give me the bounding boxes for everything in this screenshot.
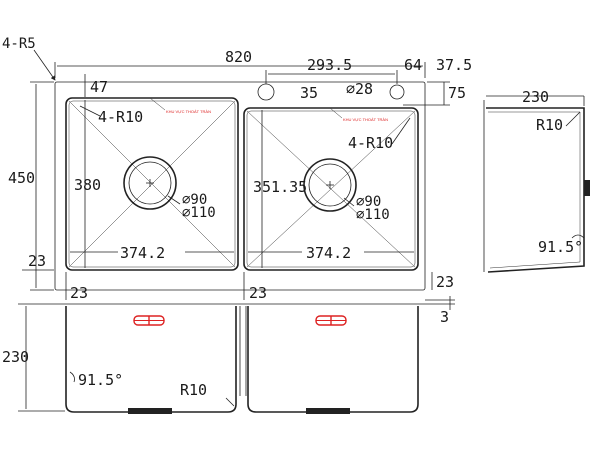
tap-hole-gap-label: 35: [300, 84, 318, 102]
left-bowl-width-label: 374.2: [120, 244, 165, 262]
left-drain-outer: [123, 156, 177, 210]
top-view: KHU VỰC THOÁT TRÀN KHU VỰC THOÁT TRÀN 4-…: [2, 36, 472, 302]
tap-hole-front-offset-label: 75: [448, 84, 466, 102]
rim-right-label: 23: [436, 273, 454, 291]
right-bowl-radius-label: 4-R10: [348, 134, 393, 152]
left-bowl-depth-label: 380: [74, 176, 101, 194]
right-drain-inner: [308, 163, 352, 207]
front-left-drain: [128, 408, 172, 414]
rim-bottom-label: 23: [28, 252, 46, 270]
right-overflow-label: KHU VỰC THOÁT TRÀN: [343, 117, 388, 122]
right-bowl-outer: [243, 107, 419, 271]
front-angle-label: 91.5°: [78, 371, 123, 389]
tap-hole-diameter-label: ⌀28: [346, 80, 373, 98]
overall-depth-label: 450: [8, 169, 35, 187]
right-bowl-width-label: 374.2: [306, 244, 351, 262]
right-edge-offset-label: 37.5: [436, 56, 472, 74]
front-radius-label: R10: [180, 381, 207, 399]
side-width-label: 230: [522, 88, 549, 106]
tap-hole-left: [257, 83, 275, 101]
rim-middle-label: 23: [249, 284, 267, 302]
tap-hole-spacing-label: 293.5: [307, 56, 352, 74]
corner-radius-outer-label: 4-R5: [2, 36, 36, 52]
front-flange-label: 3: [440, 308, 449, 326]
side-view: 230 R10 91.5°: [483, 88, 590, 273]
tap-hole-right: [389, 84, 405, 100]
right-bowl-depth-label: 351.35: [253, 178, 307, 196]
side-angle-label: 91.5°: [538, 238, 583, 256]
front-right-overflow-icon: [315, 315, 347, 326]
left-bowl-inner: [68, 100, 236, 268]
front-height-label: 230: [2, 348, 29, 366]
sink-outline: [54, 81, 426, 291]
right-bowl-inner: [246, 110, 416, 268]
left-drain-outer-label: ⌀90: [182, 192, 207, 208]
right-drain-outer-label: ⌀90: [356, 194, 381, 210]
front-left-bowl: [65, 306, 237, 413]
front-right-drain: [306, 408, 350, 414]
tap-hole-edge-offset-label: 64: [404, 56, 422, 74]
left-drain-inner-label: ⌀110: [182, 205, 216, 221]
side-radius-label: R10: [536, 116, 563, 134]
right-drain-inner-label: ⌀110: [356, 207, 390, 223]
rim-left-label: 23: [70, 284, 88, 302]
front-right-bowl: [247, 306, 419, 413]
left-drain-inner: [128, 161, 172, 205]
left-bowl-outer: [65, 97, 239, 271]
front-left-overflow-icon: [133, 315, 165, 326]
right-drain-outer: [303, 158, 357, 212]
flange-offset-label: 47: [90, 78, 108, 96]
left-overflow-label: KHU VỰC THOÁT TRÀN: [166, 109, 211, 114]
overall-width-label: 820: [225, 48, 252, 66]
front-view: 230 3 91.5° R10: [2, 296, 455, 414]
side-drain-fitting: [584, 180, 590, 196]
left-bowl-radius-label: 4-R10: [98, 108, 143, 126]
